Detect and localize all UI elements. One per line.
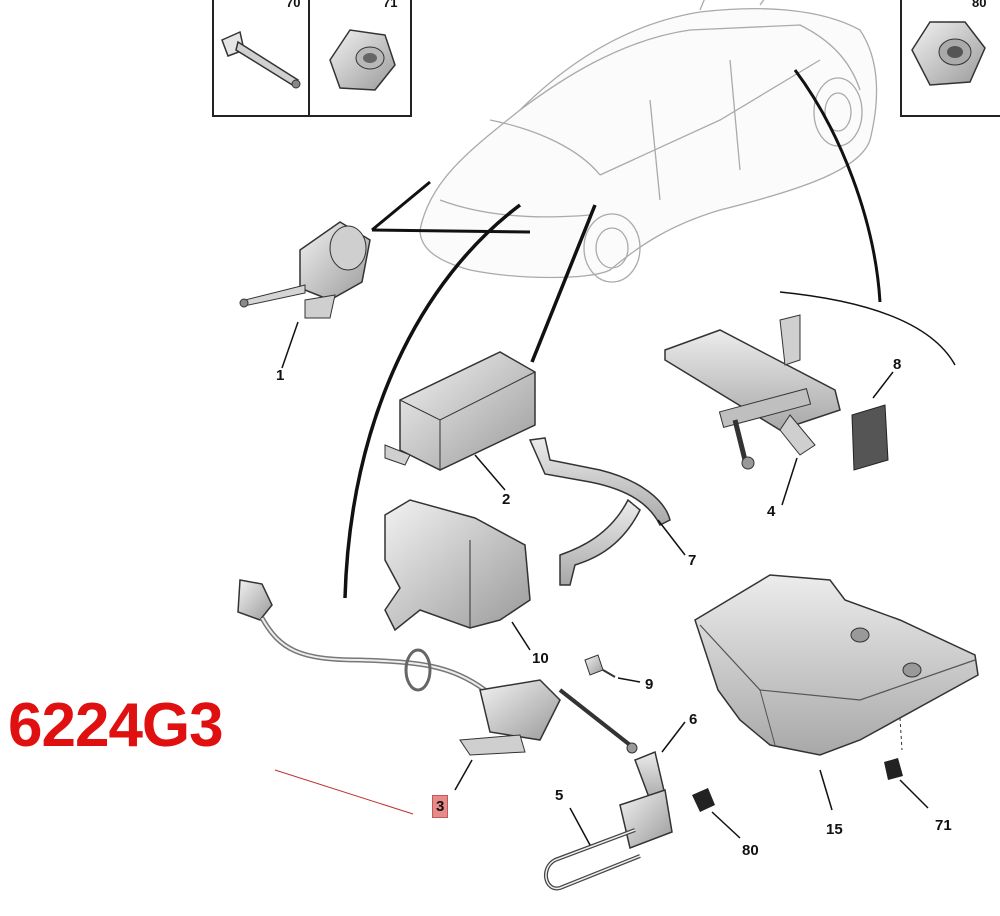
part-7-bracket (528, 437, 686, 586)
callout-8: 8 (893, 356, 902, 373)
car-illustration (419, 0, 878, 283)
part-3-front-height-sensor (237, 579, 638, 815)
part-code-label: 6224G3 (8, 691, 224, 760)
hex-nut-icon (911, 21, 986, 86)
part-8-pad (851, 371, 894, 471)
leader-lines (343, 69, 956, 599)
callout-71: 71 (935, 817, 952, 834)
callout-6: 6 (689, 711, 698, 728)
callout-1: 1 (276, 367, 285, 384)
callout-4: 4 (767, 503, 776, 520)
part-1-leveling-motor (239, 221, 371, 369)
callout-15: 15 (826, 821, 843, 838)
part-80-nut (692, 788, 741, 839)
callout-5: 5 (555, 787, 564, 804)
inset-label-71: 71 (383, 0, 398, 10)
inset-label-70: 70 (286, 0, 301, 10)
part-6-link-rod (634, 721, 686, 801)
inset-label-80: 80 (972, 0, 987, 10)
part-4-height-sensor (664, 314, 841, 506)
inset-box-71 (308, 0, 412, 117)
callout-7: 7 (688, 552, 697, 569)
part-5-u-bolt (544, 789, 673, 891)
part-10-cover (384, 499, 531, 651)
callout-10: 10 (532, 650, 549, 667)
part-9-bolt (584, 654, 641, 683)
inset-box-70 (212, 0, 310, 117)
part-2-control-unit (384, 351, 536, 491)
flange-nut-icon (329, 29, 396, 91)
rivet-icon (221, 30, 301, 89)
part-15-tray (694, 574, 979, 811)
inset-box-80 (900, 0, 1000, 117)
callout-3-highlighted: 3 (432, 795, 449, 818)
part-71-nut (884, 717, 929, 809)
callout-2: 2 (502, 491, 511, 508)
callout-80: 80 (742, 842, 759, 859)
callout-9: 9 (645, 676, 654, 693)
